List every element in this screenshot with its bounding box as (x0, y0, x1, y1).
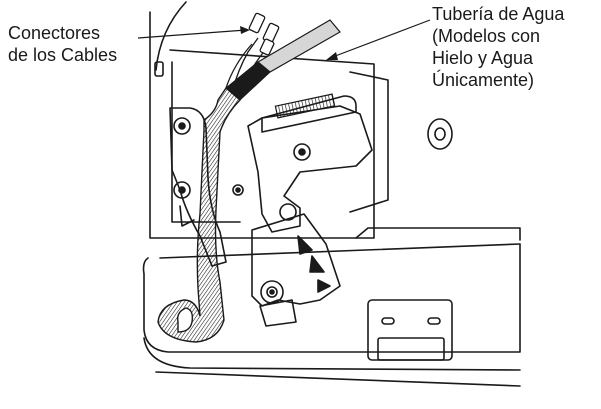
cable-wire-2 (225, 43, 253, 89)
door-top-edge-2 (159, 243, 521, 259)
door-panel (142, 243, 521, 353)
hinge-notch (179, 205, 195, 227)
hinge-spring (274, 93, 336, 119)
cable-loop (176, 307, 194, 333)
label-line: Tubería de Agua (432, 4, 565, 24)
cable-bundle (157, 86, 242, 343)
mounting-plate (349, 71, 389, 213)
cable-wire-1 (231, 37, 259, 93)
handle-recess-outer (367, 299, 453, 361)
arrow-cables (240, 26, 250, 34)
access-hole-inner (434, 127, 446, 141)
label-water-line: Tubería de Agua (Modelos con Hielo y Agu… (432, 3, 564, 91)
leader-water (329, 19, 431, 59)
cabinet-slot (154, 61, 164, 77)
handle-recess-inner (377, 337, 445, 361)
arm-lower-pivot (279, 203, 297, 221)
door-hinge (251, 213, 341, 307)
water-tube-upper (256, 19, 341, 73)
door-top-edge (355, 227, 521, 241)
cabinet-frame (149, 11, 375, 239)
connector-1 (248, 12, 266, 34)
cable-wire-3 (235, 45, 271, 97)
door-lip (155, 371, 521, 387)
label-line: Conectores (8, 23, 101, 43)
label-line: Hielo y Agua (432, 48, 534, 68)
access-hole-outer (427, 118, 453, 150)
hinge-screw-mid (173, 181, 191, 199)
hinge-pin (232, 184, 244, 196)
door-hinge-cutout-1 (297, 235, 313, 255)
connector-3 (259, 38, 275, 56)
label-line: Únicamente) (432, 70, 535, 90)
label-line: de los Cables (8, 45, 118, 65)
spring-housing (261, 95, 357, 133)
handle-slot-left (381, 317, 395, 325)
arm-pivot (293, 143, 311, 161)
door-bottom (143, 337, 521, 371)
door-link (259, 299, 297, 327)
inner-panel (171, 61, 241, 223)
door-hinge-cutout-2 (309, 255, 325, 273)
hinge-screw-top (173, 117, 191, 135)
door-hinge-cutout-3 (317, 279, 331, 293)
label-line: (Modelos con (432, 26, 541, 46)
arrow-water (326, 52, 338, 60)
leader-cables (137, 29, 247, 39)
handle-slot-right (427, 317, 441, 325)
label-cable-connectors: Conectores de los Cables (8, 22, 117, 66)
hinge-arm (247, 105, 373, 233)
cable-connectors (248, 12, 280, 56)
